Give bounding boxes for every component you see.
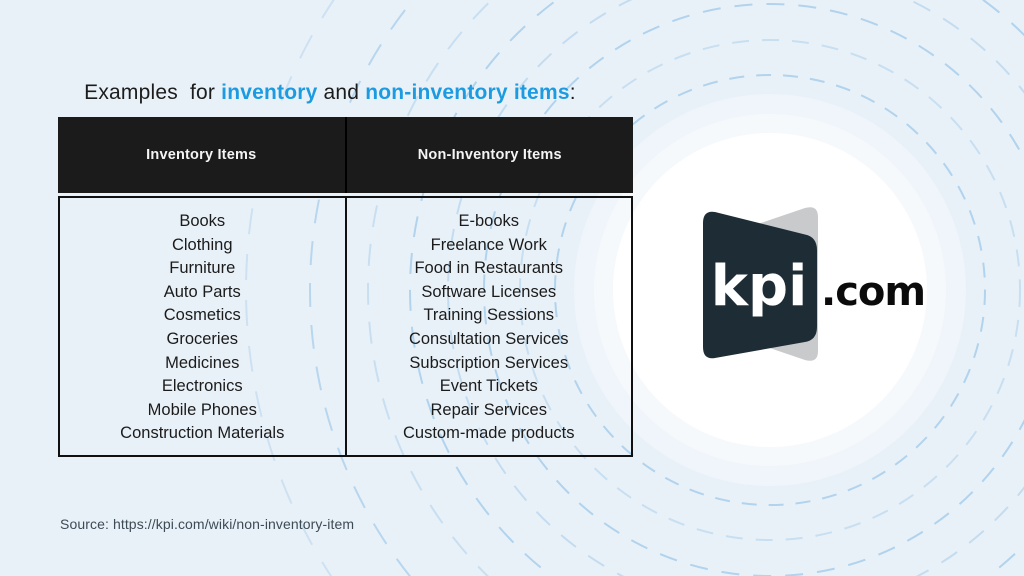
dashed-ring [483,3,1024,576]
list-item: Clothing [171,235,233,254]
dashed-ring [409,0,1024,576]
list-item: E-books [458,212,520,230]
list-item: Cosmetics [163,306,241,325]
logo-dotcom-text: .com [821,269,926,315]
page-title: Examples for inventory and non-inventory… [60,57,576,129]
list-item: Training Sessions [423,306,555,325]
logo-front-page [703,211,817,359]
list-item: Software Licenses [421,282,557,301]
list-item: Event Tickets [439,377,538,396]
list-item: Construction Materials [120,424,285,443]
table-header-non-inventory: Non-Inventory Items [344,117,634,193]
table-header-row: Inventory Items Non-Inventory Items [58,117,633,193]
dashed-ring [367,0,494,576]
list-item: Subscription Services [409,353,569,372]
dashed-ring [309,0,415,576]
list-item: Freelance Work [430,235,547,254]
table-header-inventory: Inventory Items [146,147,257,163]
table-body: Books Clothing Furniture Auto Parts Cosm… [58,196,633,457]
title-highlight-inventory: inventory [221,81,318,104]
dashed-ring [554,74,986,506]
logo-kpi-text: kpi [711,254,808,319]
kpi-logo-icon: kpi [703,207,818,361]
dashed-ring [519,39,1021,541]
list-item: Books [179,212,226,230]
list-item: Medicines [165,353,240,372]
source-url-text: Source: https://kpi.com/wiki/non-invento… [60,516,355,532]
title-highlight-non-inventory: non-inventory items [365,81,570,104]
inventory-items-column: Books Clothing Furniture Auto Parts Cosm… [60,198,345,455]
title-segment: and [317,81,366,104]
list-item: Electronics [161,377,243,396]
list-item: Custom-made products [403,424,575,443]
list-item: Mobile Phones [147,400,257,419]
list-item: Food in Restaurants [414,259,564,278]
list-item: Furniture [169,259,236,278]
items-table: Inventory Items Non-Inventory Items Book… [58,117,633,457]
non-inventory-items-column: E-books Freelance Work Food in Restauran… [344,198,632,455]
list-item: Repair Services [430,400,547,419]
list-item: Groceries [166,329,239,348]
title-segment: : [569,81,576,104]
title-segment: Examples for [84,81,222,104]
list-item: Consultation Services [408,329,569,348]
list-item: Auto Parts [163,282,241,301]
